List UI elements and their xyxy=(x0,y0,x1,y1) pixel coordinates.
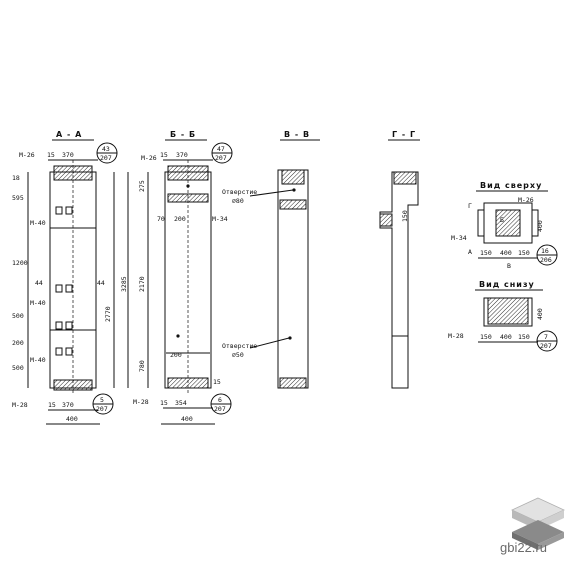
svg-text:207: 207 xyxy=(540,342,552,350)
mark-m40-1: М-40 xyxy=(30,219,46,227)
svg-text:5: 5 xyxy=(100,396,104,404)
svg-text:780: 780 xyxy=(138,360,146,372)
svg-text:207: 207 xyxy=(96,405,108,413)
mark-m26-top: М-26 xyxy=(518,196,534,204)
site-url[interactable]: gbi22.ru xyxy=(500,540,547,555)
section-gg: Г - Г 150 xyxy=(379,130,420,389)
svg-text:А: А xyxy=(468,248,472,256)
svg-text:206: 206 xyxy=(540,256,552,264)
svg-text:207: 207 xyxy=(215,154,227,162)
svg-text:Г: Г xyxy=(468,202,472,210)
svg-text:44: 44 xyxy=(35,279,43,287)
svg-text:400: 400 xyxy=(500,249,512,257)
stacked-slabs-icon xyxy=(511,497,565,550)
svg-text:354: 354 xyxy=(175,399,187,407)
svg-text:2770: 2770 xyxy=(104,306,112,322)
svg-text:15: 15 xyxy=(48,401,56,409)
svg-text:150: 150 xyxy=(518,333,530,341)
svg-text:18: 18 xyxy=(12,174,20,182)
top-view-title: Вид сверху xyxy=(480,181,542,190)
section-aa: А - А 15 370 М-26 43 207 18 595 1200 500… xyxy=(12,130,129,425)
svg-text:370: 370 xyxy=(62,401,74,409)
svg-text:43: 43 xyxy=(102,145,110,153)
svg-text:В: В xyxy=(507,262,511,270)
hole50-note: Отверстие xyxy=(222,342,257,350)
svg-text:370: 370 xyxy=(62,151,74,159)
svg-text:15: 15 xyxy=(213,378,221,386)
svg-text:595: 595 xyxy=(12,194,24,202)
svg-text:150: 150 xyxy=(480,249,492,257)
mark-m34-b: М-34 xyxy=(212,215,228,223)
section-aa-title: А - А xyxy=(56,130,82,139)
svg-text:200: 200 xyxy=(170,351,182,359)
svg-text:200: 200 xyxy=(12,339,24,347)
section-vv: В - В Отверстие ⌀80 Отверстие ⌀50 xyxy=(222,130,320,389)
svg-text:16: 16 xyxy=(541,247,549,255)
mark-m26-a: М-26 xyxy=(19,151,35,159)
svg-text:150: 150 xyxy=(518,249,530,257)
svg-text:15: 15 xyxy=(160,399,168,407)
section-gg-title: Г - Г xyxy=(392,130,416,139)
svg-text:Б: Б xyxy=(500,216,504,224)
svg-text:400: 400 xyxy=(181,415,193,423)
svg-text:200: 200 xyxy=(174,215,186,223)
mark-m28-b: М-28 xyxy=(133,398,149,406)
svg-text:15: 15 xyxy=(160,151,168,159)
bottom-view-title: Вид снизу xyxy=(479,280,535,289)
hole80-note: Отверстие xyxy=(222,188,257,196)
svg-text:370: 370 xyxy=(176,151,188,159)
svg-text:150: 150 xyxy=(480,333,492,341)
svg-text:15: 15 xyxy=(47,151,55,159)
svg-text:⌀80: ⌀80 xyxy=(232,197,244,205)
svg-text:1200: 1200 xyxy=(12,259,28,267)
mark-m40-2: М-40 xyxy=(30,299,46,307)
mark-m28-a: М-28 xyxy=(12,401,28,409)
bottom-view: Вид снизу М-28 150 400 150 400 7 207 xyxy=(448,280,558,352)
mark-m28-bottom: М-28 xyxy=(448,332,464,340)
svg-text:500: 500 xyxy=(12,364,24,372)
section-vv-title: В - В xyxy=(284,130,310,139)
svg-text:44: 44 xyxy=(97,279,105,287)
section-bb-title: Б - Б xyxy=(170,130,196,139)
svg-text:207: 207 xyxy=(214,405,226,413)
svg-text:70: 70 xyxy=(157,215,165,223)
mark-m34-top: М-34 xyxy=(451,234,467,242)
svg-text:500: 500 xyxy=(12,312,24,320)
svg-text:400: 400 xyxy=(66,415,78,423)
svg-text:400: 400 xyxy=(500,333,512,341)
svg-text:150: 150 xyxy=(401,210,409,222)
mark-m26-b: М-26 xyxy=(141,154,157,162)
svg-text:3285: 3285 xyxy=(120,276,128,292)
svg-text:2170: 2170 xyxy=(138,276,146,292)
svg-text:400: 400 xyxy=(536,308,544,320)
svg-text:400: 400 xyxy=(536,220,544,232)
svg-text:275: 275 xyxy=(138,180,146,192)
svg-text:⌀50: ⌀50 xyxy=(232,351,244,359)
section-bb: Б - Б 15 370 М-26 47 207 275 2170 780 70… xyxy=(133,130,233,425)
svg-text:6: 6 xyxy=(218,396,222,404)
svg-text:7: 7 xyxy=(544,333,548,341)
top-view: Вид сверху М-26 М-34 Г А Б В 150 400 150… xyxy=(451,181,558,270)
svg-text:47: 47 xyxy=(217,145,225,153)
svg-text:207: 207 xyxy=(100,154,112,162)
mark-m40-3: М-40 xyxy=(30,356,46,364)
